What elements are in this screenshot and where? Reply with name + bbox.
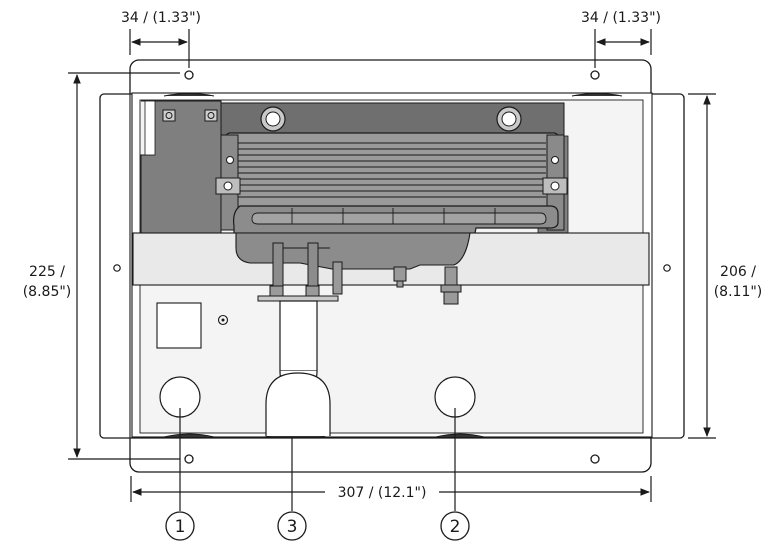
- callout-2-label: 2: [450, 517, 461, 537]
- mounting-holes: [113, 70, 671, 464]
- dim-inner-height-line1: 206 /: [720, 264, 756, 280]
- mounting-hole-right: [663, 264, 671, 272]
- callout-1: 1: [165, 511, 195, 541]
- electrical-box: [156, 302, 202, 349]
- dim-top-left: 34 / (1.33"): [121, 10, 201, 26]
- mounting-hole-bottom-right: [590, 454, 600, 464]
- mounting-hole-top-right: [590, 70, 600, 80]
- dim-overall-height-line1: 225 /: [29, 264, 65, 280]
- dimension-lines: [68, 29, 716, 511]
- mounting-hole-bottom-left: [184, 454, 194, 464]
- dim-top-right: 34 / (1.33"): [581, 10, 661, 26]
- callout-3: 3: [277, 511, 307, 541]
- mounting-hole-top-left: [184, 70, 194, 80]
- dim-inner-height-line2: (8.11"): [714, 284, 763, 300]
- callout-1-label: 1: [175, 517, 186, 537]
- callout-2: 2: [440, 511, 470, 541]
- manifold-outlets: [235, 232, 471, 305]
- lower-compartment: [156, 285, 476, 436]
- dim-overall-width: 307 / (12.1"): [338, 485, 427, 501]
- mounting-hole-left: [113, 264, 121, 272]
- dim-overall-height-line2: (8.85"): [23, 284, 72, 300]
- callout-3-label: 3: [287, 517, 298, 537]
